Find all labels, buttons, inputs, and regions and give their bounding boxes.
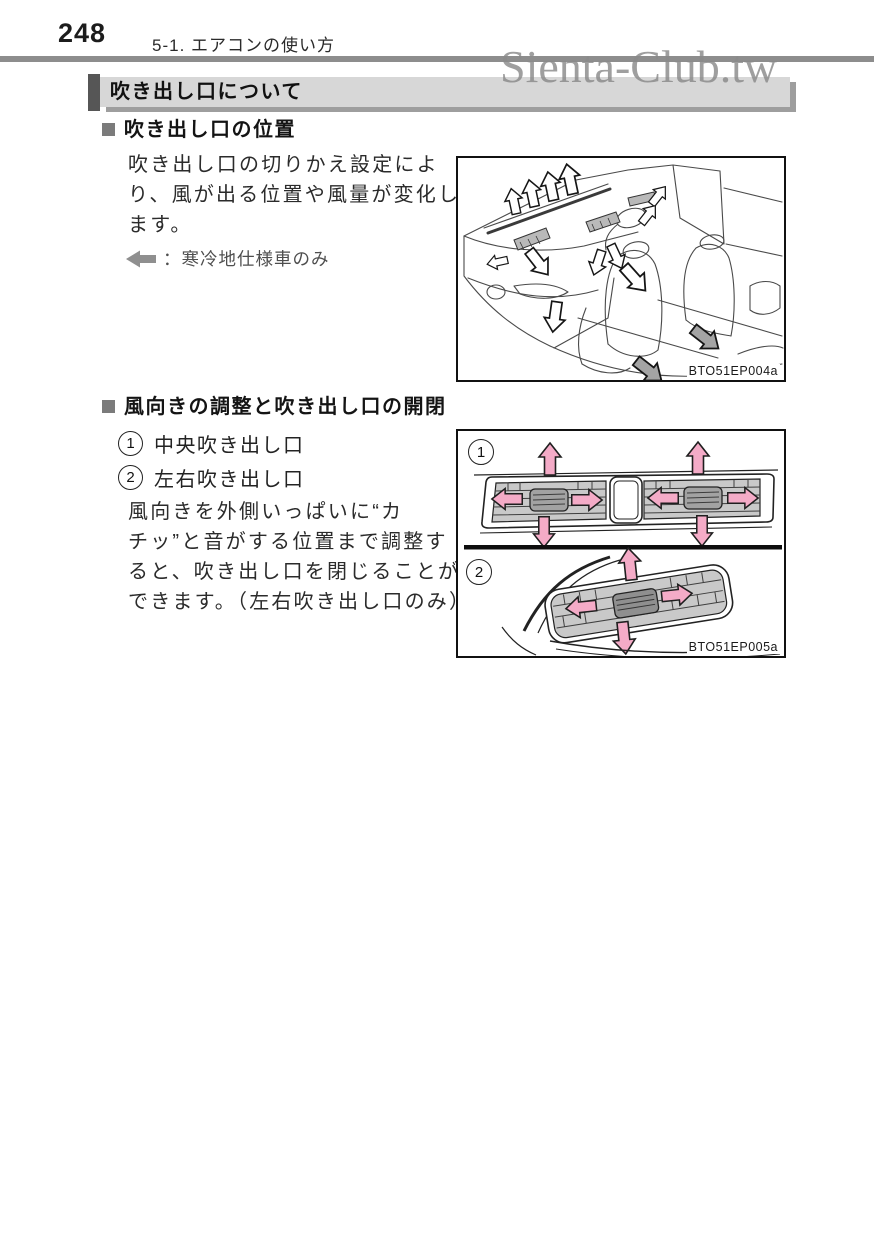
- figure-vent-adjustment: 1 2 BTO51EP005a: [456, 429, 786, 658]
- body-paragraph-2: 風向きを外側いっぱいに“カ チッ”と音がする位置まで調整す ると、吹き出し口を閉…: [128, 501, 472, 613]
- figure2-panel2-number: 2: [466, 559, 492, 585]
- vent-knobs: [529, 486, 723, 512]
- figure1-caption: BTO51EP004a: [686, 364, 780, 378]
- subsection-title: 吹き出し口の位置: [124, 119, 296, 141]
- subsection-title: 風向きの調整と吹き出し口の開閉: [124, 396, 447, 418]
- airflow-arrows-white: [485, 161, 673, 335]
- section-title: 吹き出し口について: [110, 81, 303, 103]
- section-header-bar: 吹き出し口について: [100, 77, 790, 107]
- chapter-header: 5-1. エアコンの使い方: [152, 36, 336, 55]
- square-bullet-icon: [102, 123, 115, 136]
- circled-number-1: 1: [118, 431, 143, 456]
- subsection-vent-position: 吹き出し口の位置: [102, 117, 296, 143]
- figure2-caption: BTO51EP005a: [686, 640, 780, 654]
- vent-hatching: [519, 217, 612, 251]
- cabin-line-art: [463, 161, 784, 380]
- vent-line-art: [464, 441, 782, 656]
- panel-divider: [464, 545, 782, 550]
- cabin-sketch: [463, 164, 784, 377]
- subsection-vent-adjust: 風向きの調整と吹き出し口の開閉: [102, 394, 447, 420]
- section-header-accent: [88, 74, 100, 111]
- note-text: ：寒冷地仕様車のみ: [163, 249, 330, 269]
- list-item-center-vent: 1 中央吹き出し口: [118, 429, 305, 458]
- page-number: 248: [58, 18, 107, 48]
- left-arrow-icon: [126, 250, 156, 267]
- figure-airflow-cabin: BTO51EP004a: [456, 156, 786, 382]
- panel-side-vent: [501, 546, 781, 656]
- cold-region-note: ：寒冷地仕様車のみ: [126, 246, 330, 271]
- circled-number-2: 2: [118, 465, 143, 490]
- list-item-side-vent: 2 左右吹き出し口: [118, 463, 305, 492]
- panel-center-vents: [473, 441, 779, 548]
- square-bullet-icon: [102, 400, 115, 413]
- section-header: 吹き出し口について: [88, 74, 800, 116]
- header-rule: [0, 56, 874, 62]
- list-item-label: 中央吹き出し口: [154, 435, 305, 457]
- watermark-text: Sienta-Club.tw: [500, 41, 778, 92]
- figure2-panel1-number: 1: [468, 439, 494, 465]
- body-paragraph-1: 吹き出し口の切りかえ設定によ り、風が出る位置や風量が変化し ます。: [128, 154, 461, 236]
- dash-vents: [513, 191, 657, 251]
- list-item-label: 左右吹き出し口: [154, 469, 305, 491]
